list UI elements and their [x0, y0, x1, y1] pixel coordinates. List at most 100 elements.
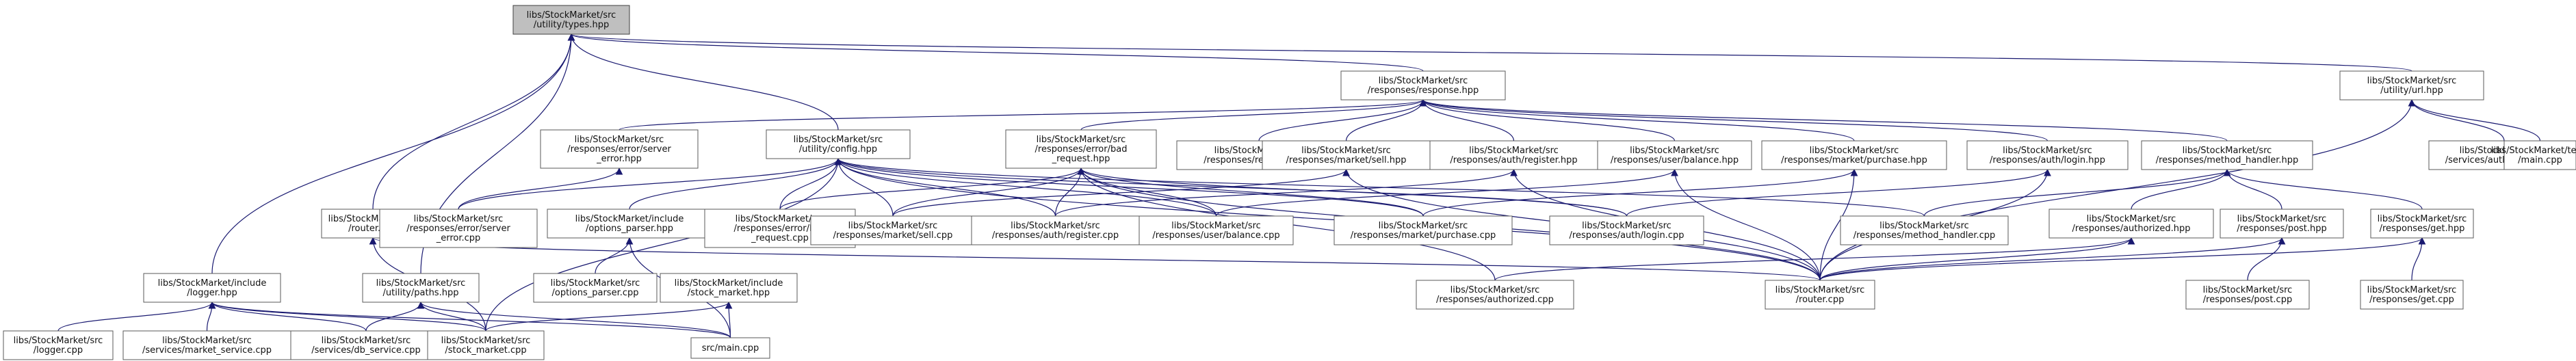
node-register-cpp[interactable]: libs/StockMarket/src/responses/auth/regi… — [971, 215, 1140, 245]
node-label-line: libs/StockMarket/src — [2367, 285, 2457, 295]
node-tests-main-cpp[interactable]: libs/StockMarket/tests/main.cpp — [2491, 140, 2576, 170]
node-label-line: /logger.hpp — [187, 288, 237, 298]
node-box — [2360, 280, 2464, 310]
edge-main_cpp-to-logger_hpp — [208, 301, 731, 338]
node-sell-cpp[interactable]: libs/StockMarket/src/responses/market/se… — [810, 215, 976, 245]
edge-bad_request_cpp-to-config — [779, 157, 842, 210]
edge-stock_market_cpp-to-logger_hpp — [208, 301, 486, 332]
edge-purchase_cpp-to-config — [834, 157, 1424, 217]
node-box — [2048, 209, 2214, 239]
edge-options_parser_cpp-to-options_parser_hpp — [595, 237, 634, 274]
node-router-cpp[interactable]: libs/StockMarket/src/router.cpp — [1765, 280, 1875, 310]
node-server-error-cpp[interactable]: libs/StockMarket/src/responses/error/ser… — [379, 209, 538, 248]
node-label-line: /responses/authorized.cpp — [1436, 295, 1554, 305]
node-box — [122, 330, 291, 360]
node-db-service-cpp[interactable]: libs/StockMarket/src/services/db_service… — [290, 330, 442, 360]
node-label-line: libs/StockMarket/src — [848, 221, 938, 231]
node-label-line: libs/StockMarket/src — [1630, 146, 1719, 156]
node-purchase-hpp[interactable]: libs/StockMarket/src/responses/market/pu… — [1761, 140, 1947, 170]
node-login-cpp[interactable]: libs/StockMarket/src/responses/auth/logi… — [1549, 215, 1704, 245]
node-stock-market-cpp[interactable]: libs/StockMarket/src/stock_market.cpp — [427, 330, 545, 360]
node-box — [1597, 140, 1752, 170]
node-label-line: /responses/method_handler.hpp — [2156, 155, 2299, 165]
edge-router_cpp-to-url — [1819, 98, 2416, 281]
node-box — [533, 273, 658, 303]
node-paths-hpp[interactable]: libs/StockMarket/src/utility/paths.hpp — [362, 273, 480, 303]
edge-main_cpp-to-stock_market_hpp — [725, 301, 733, 338]
node-label-line: /responses/market/purchase.hpp — [1781, 155, 1927, 165]
node-response[interactable]: libs/StockMarket/src/responses/response.… — [1340, 70, 1506, 101]
node-authorized-hpp[interactable]: libs/StockMarket/src/responses/authorize… — [2048, 209, 2214, 239]
node-label-line: libs/StockMarket/src — [441, 336, 531, 346]
node-main-cpp[interactable]: src/main.cpp — [690, 337, 770, 359]
node-box — [290, 330, 442, 360]
node-login-hpp[interactable]: libs/StockMarket/src/responses/auth/logi… — [1966, 140, 2129, 170]
node-register-hpp[interactable]: libs/StockMarket/src/responses/auth/regi… — [1429, 140, 1598, 170]
node-label-line: /responses/error/server — [406, 224, 510, 234]
node-box — [143, 273, 281, 303]
node-config[interactable]: libs/StockMarket/src/utility/config.hpp — [766, 129, 911, 159]
node-label-line: libs/StockMarket/src — [2003, 146, 2092, 156]
node-label-line: libs/StockMarket/src — [1171, 221, 1261, 231]
node-label-line: libs/StockMarket/src — [2203, 285, 2293, 295]
edge-bad_request_cpp-to-bad_request_hpp — [779, 167, 1085, 210]
node-options-parser-cpp[interactable]: libs/StockMarket/src/options_parser.cpp — [533, 273, 658, 303]
node-label-line: /responses/post.hpp — [2237, 224, 2327, 234]
edge-logger_cpp-to-logger_hpp — [57, 301, 216, 332]
edge-purchase_cpp-to-bad_request_hpp — [1077, 167, 1424, 217]
node-method-handler-hpp[interactable]: libs/StockMarket/src/responses/method_ha… — [2141, 140, 2313, 170]
node-label-line: /responses/user/balance.cpp — [1152, 230, 1279, 241]
node-box — [766, 129, 911, 159]
edge-tests_main_cpp-to-url — [2408, 98, 2541, 142]
node-label-line: /services/db_service.cpp — [311, 345, 420, 356]
node-label-line: libs/StockMarket/src — [1301, 146, 1391, 156]
node-box — [1340, 70, 1506, 101]
node-box — [1416, 280, 1574, 310]
edge-post_hpp-to-method_handler_hpp — [2223, 168, 2282, 210]
node-server-error-hpp[interactable]: libs/StockMarket/src/responses/error/ser… — [540, 129, 699, 169]
node-market-service-cpp[interactable]: libs/StockMarket/src/services/market_ser… — [122, 330, 291, 360]
node-method-handler-cpp[interactable]: libs/StockMarket/src/responses/method_ha… — [1840, 215, 2009, 245]
node-box — [2503, 140, 2576, 170]
node-label-line: /logger.cpp — [34, 345, 83, 356]
edge-purchase_cpp-to-purchase_hpp — [1422, 168, 1858, 217]
node-url[interactable]: libs/StockMarket/src/utility/url.hpp — [2339, 70, 2484, 101]
node-label-line: libs/StockMarket/src — [575, 135, 664, 145]
node-label-line: /responses/post.cpp — [2203, 295, 2292, 305]
edge-response-to-types — [568, 33, 1424, 72]
node-box — [547, 209, 712, 239]
node-label-line: /responses/get.hpp — [2380, 224, 2465, 234]
node-logger-hpp[interactable]: libs/StockMarket/include/logger.hpp — [143, 273, 281, 303]
node-box — [1005, 129, 1157, 169]
node-balance-hpp[interactable]: libs/StockMarket/src/responses/user/bala… — [1597, 140, 1752, 170]
node-label-line: _error.cpp — [436, 233, 481, 243]
edge-sell_cpp-to-bad_request_hpp — [892, 167, 1085, 217]
node-balance-cpp[interactable]: libs/StockMarket/src/responses/user/bala… — [1139, 215, 1294, 245]
node-authorized-cpp[interactable]: libs/StockMarket/src/responses/authorize… — [1416, 280, 1574, 310]
node-label-line: src/main.cpp — [702, 343, 759, 353]
node-get-hpp[interactable]: libs/StockMarket/src/responses/get.hpp — [2370, 209, 2474, 239]
node-post-hpp[interactable]: libs/StockMarket/src/responses/post.hpp — [2220, 209, 2344, 239]
node-label-line: libs/StockMarket/src — [1469, 146, 1559, 156]
node-purchase-cpp[interactable]: libs/StockMarket/src/responses/market/pu… — [1333, 215, 1513, 245]
node-box — [2220, 209, 2344, 239]
edge-authorized_cpp-to-authorized_hpp — [1494, 237, 2135, 281]
edge-method_handler_hpp-to-response — [1419, 98, 2228, 142]
node-label-line: libs/StockMarket/tests — [2491, 146, 2576, 156]
node-types[interactable]: libs/StockMarket/src/utility/types.hpp — [512, 5, 630, 35]
node-get-cpp[interactable]: libs/StockMarket/src/responses/get.cpp — [2360, 280, 2464, 310]
edge-router_cpp-to-get_hpp — [1819, 237, 2426, 281]
node-label-line: /responses/auth/login.hpp — [1990, 155, 2105, 165]
node-bad-request-hpp[interactable]: libs/StockMarket/src/responses/error/bad… — [1005, 129, 1157, 169]
node-box — [2339, 70, 2484, 101]
node-logger-cpp[interactable]: libs/StockMarket/src/logger.cpp — [3, 330, 114, 360]
edge-url-to-types — [568, 33, 2412, 72]
node-sell-hpp[interactable]: libs/StockMarket/src/responses/market/se… — [1262, 140, 1431, 170]
node-label-line: _error.hpp — [596, 154, 642, 164]
edge-login_cpp-to-bad_request_hpp — [1077, 167, 1628, 217]
node-stock-market-hpp[interactable]: libs/StockMarket/include/stock_market.hp… — [660, 273, 798, 303]
node-post-cpp[interactable]: libs/StockMarket/src/responses/post.cpp — [2185, 280, 2310, 310]
node-label-line: /responses/response.hpp — [1368, 85, 1479, 96]
node-options-parser-hpp[interactable]: libs/StockMarket/include/options_parser.… — [547, 209, 712, 239]
